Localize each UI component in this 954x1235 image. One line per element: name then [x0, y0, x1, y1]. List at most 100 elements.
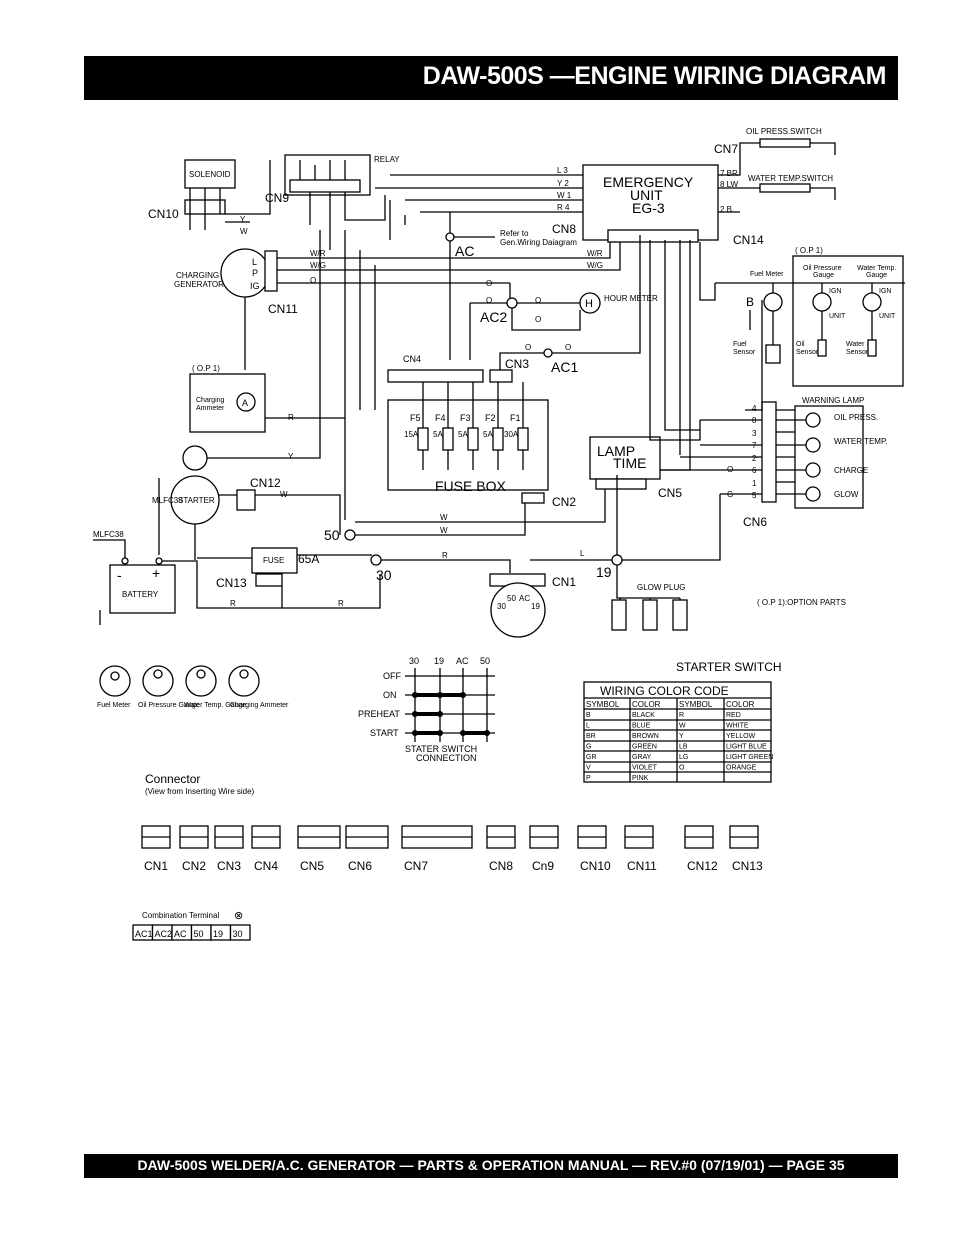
warning-glow-label: GLOW — [834, 490, 859, 499]
fuse-f3-name: F3 — [460, 413, 471, 423]
water-ign-label: IGN — [879, 288, 891, 295]
cc-header-symbol-2: SYMBOL — [679, 700, 713, 709]
oil-pressure-gauge — [812, 292, 832, 312]
svg-text:-: - — [117, 567, 122, 583]
terminal-19 — [611, 554, 623, 566]
solenoid-label: SOLENOID — [189, 170, 231, 179]
fuse-65a-label: FUSE — [263, 556, 284, 565]
fuel-sensor — [765, 344, 781, 364]
fuse-box-label: FUSE BOX — [435, 478, 506, 494]
hour-meter — [579, 292, 601, 314]
water-temp-gauge-line1: Water Temp. — [857, 265, 896, 272]
oil-ign-label: IGN — [829, 288, 841, 295]
color-code-cell: YELLOW — [726, 733, 756, 740]
connector-name: CN6 — [348, 859, 372, 873]
lamp-oil-press — [805, 412, 821, 428]
gauge-icon-label-water: Water Temp. Gauge — [184, 702, 246, 709]
water-sensor-line2: Sensor — [846, 349, 869, 356]
ss-col-19: 19 — [434, 656, 444, 666]
starter-solenoid — [182, 445, 208, 471]
cc-header-color-1: COLOR — [632, 700, 661, 709]
svg-text:50: 50 — [507, 594, 516, 603]
connector-legend-subtitle: (View from Inserting Wire side) — [145, 787, 255, 796]
glow-plug-label: GLOW PLUG — [637, 583, 685, 592]
svg-text:P: P — [252, 268, 258, 278]
connector-name: CN11 — [627, 859, 657, 873]
fuse-f3 — [467, 427, 479, 451]
op1-left-label: ( O.P 1) — [192, 364, 220, 373]
fuel-meter-icon — [99, 665, 131, 697]
svg-text:R: R — [288, 413, 294, 422]
oil-sensor-line2: Sensor — [796, 349, 819, 356]
fuse-f4-rating: 5A — [433, 430, 443, 439]
fuse-f1-name: F1 — [510, 413, 521, 423]
solenoid-box — [184, 159, 236, 189]
water-sensor — [867, 339, 877, 357]
cn9-label: CN9 — [265, 191, 289, 205]
connector-name: Cn9 — [532, 859, 554, 873]
gauge-icon-label-ammeter: Charging Ammeter — [230, 702, 289, 709]
svg-text:7: 7 — [752, 441, 757, 450]
svg-text:L: L — [580, 549, 585, 558]
svg-text:W/R: W/R — [310, 249, 326, 258]
cn4-block — [387, 369, 484, 383]
svg-text:8 LW: 8 LW — [720, 180, 739, 189]
color-code-cell: GRAY — [632, 754, 652, 761]
color-code-cell: L — [586, 723, 590, 730]
svg-text:2 B: 2 B — [720, 205, 732, 214]
color-code-cell: BR — [586, 733, 596, 740]
refer-note-line1: Refer to — [500, 229, 529, 238]
ss-caption-line1: STATER SWITCH — [405, 744, 477, 754]
svg-text:8: 8 — [752, 416, 757, 425]
ac-label: AC — [455, 243, 474, 259]
combination-cell-label: 19 — [213, 929, 223, 939]
connector-name: CN13 — [732, 859, 763, 873]
water-sensor-line1: Water — [846, 341, 865, 348]
terminal-50 — [344, 529, 356, 541]
ss-col-50: 50 — [480, 656, 490, 666]
color-code-cell: G — [586, 744, 591, 751]
svg-text:2: 2 — [752, 454, 757, 463]
color-code-cell: GR — [586, 754, 597, 761]
key-switch — [490, 582, 546, 638]
footer-bar: DAW-500S WELDER/A.C. GENERATOR — PARTS &… — [84, 1154, 898, 1178]
cn5-label: CN5 — [658, 486, 682, 500]
footer-text: DAW-500S WELDER/A.C. GENERATOR — PARTS &… — [137, 1157, 845, 1173]
charging-generator-line1: CHARGING — [176, 271, 219, 280]
fuse-f2 — [492, 427, 504, 451]
color-code-cell: Y — [679, 733, 684, 740]
terminal-30 — [370, 554, 382, 566]
connector-name: CN2 — [182, 859, 206, 873]
water-temp-gauge — [862, 292, 882, 312]
svg-text:O: O — [535, 315, 541, 324]
lamp-time-line1: LAMP — [597, 443, 635, 459]
cn2-block — [521, 492, 545, 504]
color-code-cell: BROWN — [632, 733, 659, 740]
combination-cell-label: AC — [174, 929, 187, 939]
water-unit-label: UNIT — [879, 313, 896, 320]
combination-cell-label: AC2 — [155, 929, 173, 939]
title-bar: DAW-500S —ENGINE WIRING DIAGRAM — [84, 56, 898, 100]
starter-label: STARTER — [178, 496, 215, 505]
svg-text:AC: AC — [519, 594, 530, 603]
ss-row-off: OFF — [383, 671, 401, 681]
fuse-f4 — [442, 427, 454, 451]
color-code-cell: LIGHT GREEN — [726, 754, 773, 761]
svg-text:O: O — [310, 276, 316, 285]
svg-text:W: W — [280, 490, 288, 499]
connector-name: CN12 — [687, 859, 718, 873]
svg-text:R: R — [338, 599, 344, 608]
fuse-f2-name: F2 — [485, 413, 496, 423]
lamp-glow — [805, 486, 821, 502]
svg-text:1: 1 — [752, 479, 757, 488]
svg-text:O: O — [525, 343, 531, 352]
color-code-cell: V — [586, 765, 591, 772]
ss-col-ac: AC — [456, 656, 469, 666]
connector-name: CN5 — [300, 859, 324, 873]
svg-text:O: O — [486, 279, 492, 288]
combination-cell-label: AC1 — [135, 929, 153, 939]
